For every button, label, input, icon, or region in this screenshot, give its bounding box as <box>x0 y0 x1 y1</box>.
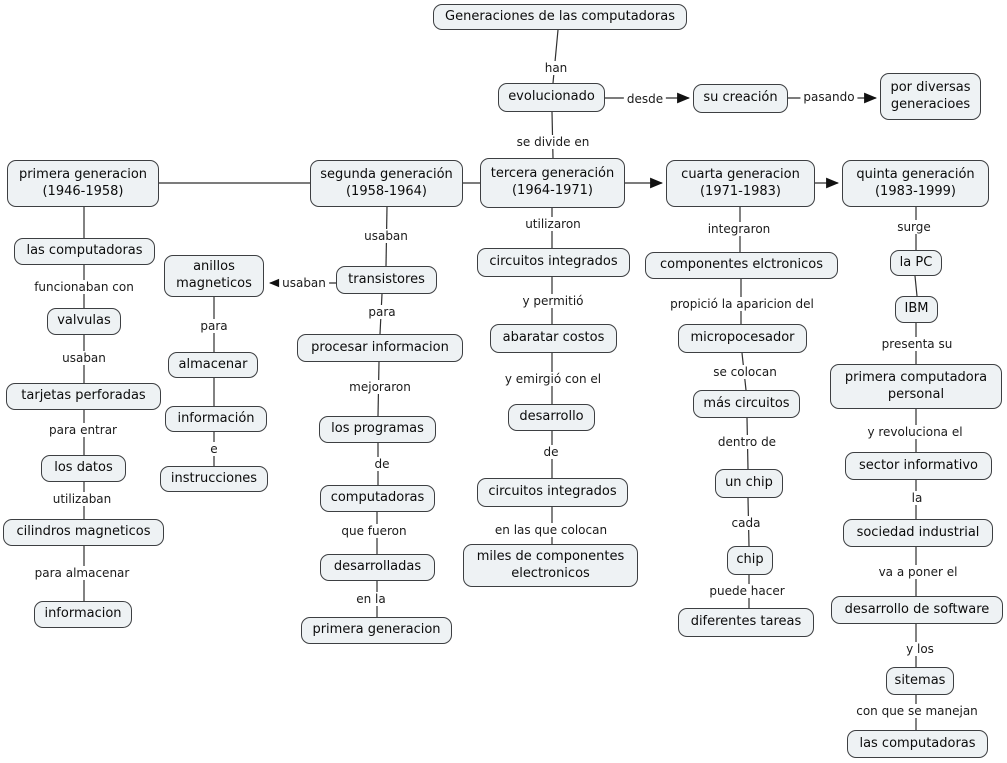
concept-node-las-computadoras[interactable]: las computadoras <box>14 238 155 265</box>
concept-node-sitemas[interactable]: sitemas <box>886 667 954 695</box>
link-phrase-label[interactable]: usaban <box>59 351 109 365</box>
concept-node-titulo[interactable]: Generaciones de las computadoras <box>433 4 687 30</box>
link-phrase-label[interactable]: han <box>541 61 571 75</box>
concept-node-cilindros-magneticos[interactable]: cilindros magneticos <box>3 519 164 546</box>
concept-node-valvulas[interactable]: valvulas <box>47 308 121 335</box>
link-phrase-label[interactable]: integraron <box>704 222 774 236</box>
link-phrase-label[interactable]: en la <box>353 592 389 606</box>
concept-node-instrucciones[interactable]: instrucciones <box>160 466 268 492</box>
link-phrase-label[interactable]: y permitió <box>519 294 587 308</box>
concept-node-sociedad-industrial[interactable]: sociedad industrial <box>843 519 993 547</box>
concept-node-su-creacion[interactable]: su creación <box>693 84 788 113</box>
concept-node-desarrollo[interactable]: desarrollo <box>508 404 595 431</box>
link-phrase-label[interactable]: y revoluciona el <box>864 425 966 439</box>
connector-line <box>914 275 918 297</box>
concept-node-quinta-generacion[interactable]: quinta generación (1983-1999) <box>842 160 989 207</box>
concept-node-primera-generacion[interactable]: primera generacion (1946-1958) <box>7 160 159 207</box>
link-phrase-label[interactable]: propició la aparicion del <box>667 297 817 311</box>
link-phrase-label[interactable]: puede hacer <box>706 584 788 598</box>
link-phrase-label[interactable]: pasando <box>800 90 858 104</box>
concept-node-mas-circuitos[interactable]: más circuitos <box>693 390 800 418</box>
concept-node-anillos-magneticos[interactable]: anillos magneticos <box>164 255 264 297</box>
concept-node-ibm[interactable]: IBM <box>895 296 938 323</box>
link-phrase-label[interactable]: para almacenar <box>31 566 133 580</box>
concept-node-desarrolladas[interactable]: desarrolladas <box>320 554 435 581</box>
concept-node-segunda-generacion[interactable]: segunda generación (1958-1964) <box>310 160 463 207</box>
link-phrase-label[interactable]: e <box>207 442 221 456</box>
concept-node-informacion-acentuada[interactable]: información <box>165 406 267 432</box>
concept-node-chip[interactable]: chip <box>727 546 773 575</box>
connector-line <box>552 29 559 84</box>
concept-node-primera-computadora-personal[interactable]: primera computadora personal <box>830 364 1002 409</box>
concept-node-las-computadoras-2[interactable]: las computadoras <box>847 730 988 758</box>
concept-node-abaratar-costos[interactable]: abaratar costos <box>490 324 617 353</box>
link-phrase-label[interactable]: presenta su <box>878 337 956 351</box>
concept-node-micropocesador[interactable]: micropocesador <box>678 324 807 353</box>
link-phrase-label[interactable]: funcionaban con <box>31 280 137 294</box>
link-phrase-label[interactable]: y los <box>903 642 937 656</box>
concept-node-circuitos-integrados-2[interactable]: circuitos integrados <box>477 478 628 507</box>
concept-node-informacion[interactable]: informacion <box>34 601 132 628</box>
link-phrase-label[interactable]: desde <box>623 92 667 106</box>
link-phrase-label[interactable]: usaban <box>361 229 411 243</box>
link-phrase-label[interactable]: para <box>197 319 231 333</box>
concept-node-diferentes-tareas[interactable]: diferentes tareas <box>678 608 814 637</box>
link-phrase-label[interactable]: cada <box>728 516 764 530</box>
link-phrase-label[interactable]: dentro de <box>714 435 780 449</box>
concept-node-los-programas[interactable]: los programas <box>319 416 436 443</box>
concept-node-los-datos[interactable]: los datos <box>41 455 126 482</box>
concept-node-sector-informativo[interactable]: sector informativo <box>845 452 992 480</box>
concept-node-transistores[interactable]: transistores <box>336 266 437 294</box>
link-phrase-label[interactable]: se divide en <box>513 135 593 149</box>
link-phrase-label[interactable]: mejoraron <box>346 380 414 394</box>
link-phrase-label[interactable]: para <box>365 305 399 319</box>
concept-node-evolucionado[interactable]: evolucionado <box>498 83 605 112</box>
concept-node-la-pc[interactable]: la PC <box>890 250 942 276</box>
concept-node-un-chip[interactable]: un chip <box>715 469 783 498</box>
link-phrase-label[interactable]: para entrar <box>46 423 120 437</box>
link-phrase-label[interactable]: utilizaron <box>522 217 584 231</box>
link-phrase-label[interactable]: utilizaban <box>49 492 115 506</box>
link-phrase-label[interactable]: que fueron <box>338 524 410 538</box>
concept-node-almacenar[interactable]: almacenar <box>168 352 258 378</box>
concept-node-cuarta-generacion[interactable]: cuarta generacion (1971-1983) <box>666 160 815 207</box>
link-phrase-label[interactable]: surge <box>894 220 934 234</box>
link-phrase-label[interactable]: de <box>371 457 393 471</box>
concept-node-componentes-elctronicos[interactable]: componentes elctronicos <box>645 252 838 279</box>
link-phrase-label[interactable]: usaban <box>279 276 329 290</box>
concept-node-primera-generacion-box2[interactable]: primera generacion <box>301 617 452 644</box>
concept-node-procesar-informacion[interactable]: procesar informacion <box>297 334 463 362</box>
link-phrase-label[interactable]: va a poner el <box>875 565 961 579</box>
concept-node-desarrollo-de-software[interactable]: desarrollo de software <box>831 596 1003 624</box>
concept-node-miles-de-componentes[interactable]: miles de componentes electronicos <box>463 544 638 587</box>
link-phrase-label[interactable]: en las que colocan <box>491 523 611 537</box>
concept-node-por-diversas-generaciones[interactable]: por diversas generacioes <box>880 73 981 120</box>
link-phrase-label[interactable]: la <box>908 491 926 505</box>
concept-node-circuitos-integrados-1[interactable]: circuitos integrados <box>477 248 630 277</box>
concept-node-tarjetas-perforadas[interactable]: tarjetas perforadas <box>6 383 161 410</box>
concept-node-tercera-generacion[interactable]: tercera generación (1964-1971) <box>480 158 625 208</box>
link-phrase-label[interactable]: se colocan <box>710 365 780 379</box>
link-phrase-label[interactable]: de <box>540 445 562 459</box>
link-phrase-label[interactable]: con que se manejan <box>853 704 981 718</box>
link-phrase-label[interactable]: y emirgió con el <box>501 372 605 386</box>
concept-node-computadoras[interactable]: computadoras <box>320 485 435 512</box>
